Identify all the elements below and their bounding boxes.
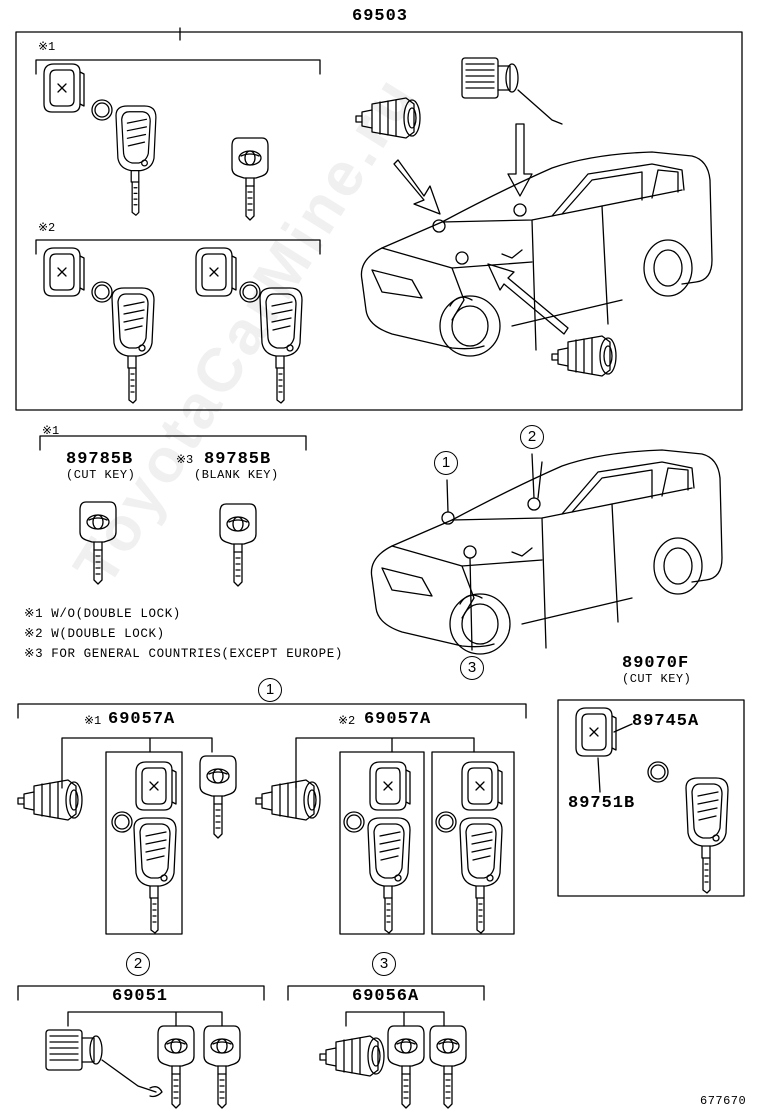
callout-2: 2 [520,425,544,449]
illustration-number: 677670 [700,1094,747,1108]
set-1-right-part-number: 69057A [364,710,432,729]
set-1-left-mark: ※1 [84,714,102,728]
note-3: ※3 FOR GENERAL COUNTRIES(EXCEPT EUROPE) [24,647,343,661]
callout-1: 1 [434,451,458,475]
set-3-part-number: 69056A [352,987,420,1006]
transmitter-part-number: 89070F [622,654,690,673]
group-1-mark: ※1 [38,40,56,54]
set-3-index: 3 [372,952,396,976]
assembly-number: 69503 [352,7,409,26]
set-1-index: 1 [258,678,282,702]
note-1: ※1 W/O(DOUBLE LOCK) [24,607,181,621]
set-2-index: 2 [126,952,150,976]
callout-3: 3 [460,656,484,680]
battery-part-number: 89745A [632,712,700,731]
set-1-left-part-number: 69057A [108,710,176,729]
set-2-part-number: 69051 [112,987,169,1006]
transmitter-description: (CUT KEY) [622,672,692,686]
note-2: ※2 W(DOUBLE LOCK) [24,627,165,641]
case-part-number: 89751B [568,794,636,813]
set-1-right-mark: ※2 [338,714,356,728]
blank-key-part-number: 89785B [204,450,272,469]
blank-key-mark: ※3 [176,453,194,467]
blank-key-description: (BLANK KEY) [194,468,279,482]
group-2-mark: ※2 [38,221,56,235]
cut-key-description: (CUT KEY) [66,468,136,482]
key-parts-mark: ※1 [42,424,60,438]
cut-key-part-number: 89785B [66,450,134,469]
